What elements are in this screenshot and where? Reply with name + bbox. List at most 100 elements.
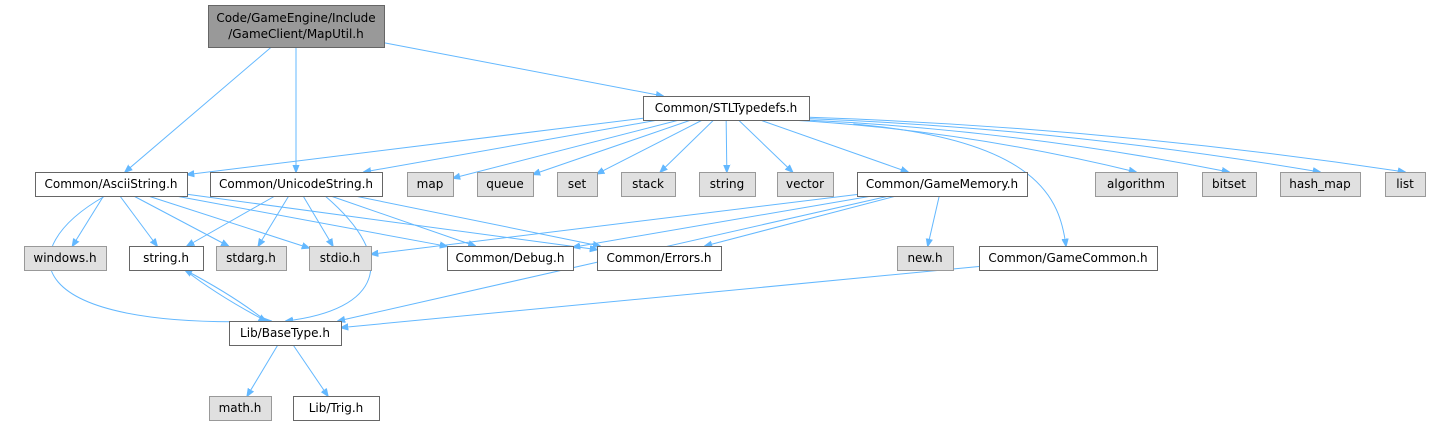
edge-stltypedefs-to-hash_map: [808, 118, 1320, 172]
node-label: Common/AsciiString.h: [44, 177, 177, 191]
node-math_h: math.h: [209, 396, 272, 421]
edge-gamememory-to-stdio_h: [371, 193, 858, 254]
node-root[interactable]: Code/GameEngine/Include/GameClient/MapUt…: [208, 5, 385, 48]
edge-stltypedefs-to-list: [808, 116, 1405, 172]
edge-basetype-to-trig_h: [292, 344, 328, 396]
edge-basetype-to-string_h: [185, 270, 267, 322]
node-label: map: [417, 177, 444, 191]
node-string_h[interactable]: string.h: [129, 246, 204, 271]
edge-stltypedefs-to-gamememory: [759, 119, 908, 172]
node-box: [979, 246, 1158, 271]
edge-asciistring-to-basetype: [49, 195, 271, 322]
node-box: [477, 172, 534, 197]
node-box: [309, 246, 372, 271]
edge-gamememory-to-errors_h: [705, 195, 897, 246]
node-label: new.h: [907, 251, 942, 265]
edge-stltypedefs-to-queue: [533, 119, 692, 174]
node-string: string: [699, 172, 756, 197]
node-label: set: [568, 177, 587, 191]
edge-unicodestring-to-errors_h: [354, 195, 600, 246]
node-hash_map: hash_map: [1280, 172, 1361, 197]
edge-stltypedefs-to-bitset: [805, 119, 1229, 172]
node-windows_h: windows.h: [24, 246, 107, 271]
node-label: stdio.h: [320, 251, 360, 265]
node-basetype[interactable]: Lib/BaseType.h: [229, 321, 342, 346]
edge-unicodestring-to-basetype: [286, 195, 372, 321]
node-bitset: bitset: [1202, 172, 1257, 197]
node-label: hash_map: [1289, 177, 1350, 191]
edge-asciistring-to-stdarg_h: [133, 195, 229, 246]
node-gamememory[interactable]: Common/GameMemory.h: [857, 172, 1028, 197]
node-gamecommon[interactable]: Common/GameCommon.h: [979, 246, 1158, 271]
node-map: map: [407, 172, 454, 197]
node-box: [643, 96, 810, 121]
node-vector: vector: [777, 172, 834, 197]
node-label: Common/STLTypedefs.h: [655, 101, 798, 115]
edge-stltypedefs-to-algorithm: [790, 119, 1136, 172]
edge-unicodestring-to-stdio_h: [302, 195, 333, 246]
edge-gamecommon-to-basetype: [341, 266, 980, 328]
edge-asciistring-to-windows_h: [72, 195, 104, 246]
node-trig_h[interactable]: Lib/Trig.h: [293, 396, 380, 421]
node-label: /GameClient/MapUtil.h: [228, 27, 363, 41]
node-box: [407, 172, 454, 197]
node-box: [210, 172, 383, 197]
node-label: queue: [486, 177, 524, 191]
node-box: [447, 246, 574, 271]
node-box: [229, 321, 342, 346]
edge-stltypedefs-to-set: [597, 119, 703, 174]
node-box: [35, 172, 188, 197]
edge-stltypedefs-to-string: [726, 119, 727, 172]
node-asciistring[interactable]: Common/AsciiString.h: [35, 172, 188, 197]
node-box: [1385, 172, 1426, 197]
edge-stltypedefs-to-asciistring: [187, 117, 644, 174]
node-box: [129, 246, 204, 271]
node-label: Common/Debug.h: [456, 251, 565, 265]
node-box: [208, 5, 385, 48]
node-box: [777, 172, 834, 197]
node-stdio_h: stdio.h: [309, 246, 372, 271]
node-new_h: new.h: [897, 246, 954, 271]
node-label: Lib/BaseType.h: [240, 326, 330, 340]
node-stltypedefs[interactable]: Common/STLTypedefs.h: [643, 96, 810, 121]
edge-unicodestring-to-string_h: [187, 195, 276, 246]
edge-stltypedefs-to-unicodestring: [364, 119, 659, 172]
edge-root-to-asciistring: [125, 46, 272, 172]
node-box: [597, 246, 722, 271]
node-algorithm: algorithm: [1095, 172, 1178, 197]
node-errors_h[interactable]: Common/Errors.h: [597, 246, 722, 271]
node-label: Lib/Trig.h: [309, 401, 364, 415]
node-label: list: [1396, 177, 1414, 191]
node-label: math.h: [219, 401, 262, 415]
edge-stltypedefs-to-stack: [660, 119, 715, 172]
node-label: Code/GameEngine/Include: [216, 11, 375, 25]
edge-stltypedefs-to-map: [453, 119, 680, 178]
node-box: [293, 396, 380, 421]
node-debug_h[interactable]: Common/Debug.h: [447, 246, 574, 271]
node-label: stack: [632, 177, 664, 191]
edge-basetype-to-math_h: [247, 344, 279, 396]
node-box: [699, 172, 756, 197]
edge-stltypedefs-to-vector: [738, 119, 792, 172]
node-box: [209, 396, 272, 421]
edge-asciistring-to-debug_h: [175, 195, 447, 246]
edge-asciistring-to-errors_h: [186, 193, 597, 249]
edge-asciistring-to-string_h: [119, 195, 157, 246]
node-label: stdarg.h: [226, 251, 276, 265]
node-label: Common/GameMemory.h: [866, 177, 1018, 191]
edge-unicodestring-to-stdarg_h: [258, 195, 290, 246]
node-box: [1095, 172, 1178, 197]
node-set: set: [557, 172, 598, 197]
node-stack: stack: [621, 172, 676, 197]
edge-unicodestring-to-debug_h: [330, 195, 476, 246]
node-box: [621, 172, 676, 197]
node-unicodestring[interactable]: Common/UnicodeString.h: [210, 172, 383, 197]
edge-root-to-stltypedefs: [383, 42, 663, 96]
nodes-layer: Code/GameEngine/Include/GameClient/MapUt…: [24, 5, 1426, 421]
edge-string_h-to-basetype: [184, 269, 266, 321]
node-queue: queue: [477, 172, 534, 197]
edge-gamememory-to-debug_h: [573, 195, 873, 247]
node-label: Common/Errors.h: [606, 251, 711, 265]
node-box: [1202, 172, 1257, 197]
node-box: [24, 246, 107, 271]
